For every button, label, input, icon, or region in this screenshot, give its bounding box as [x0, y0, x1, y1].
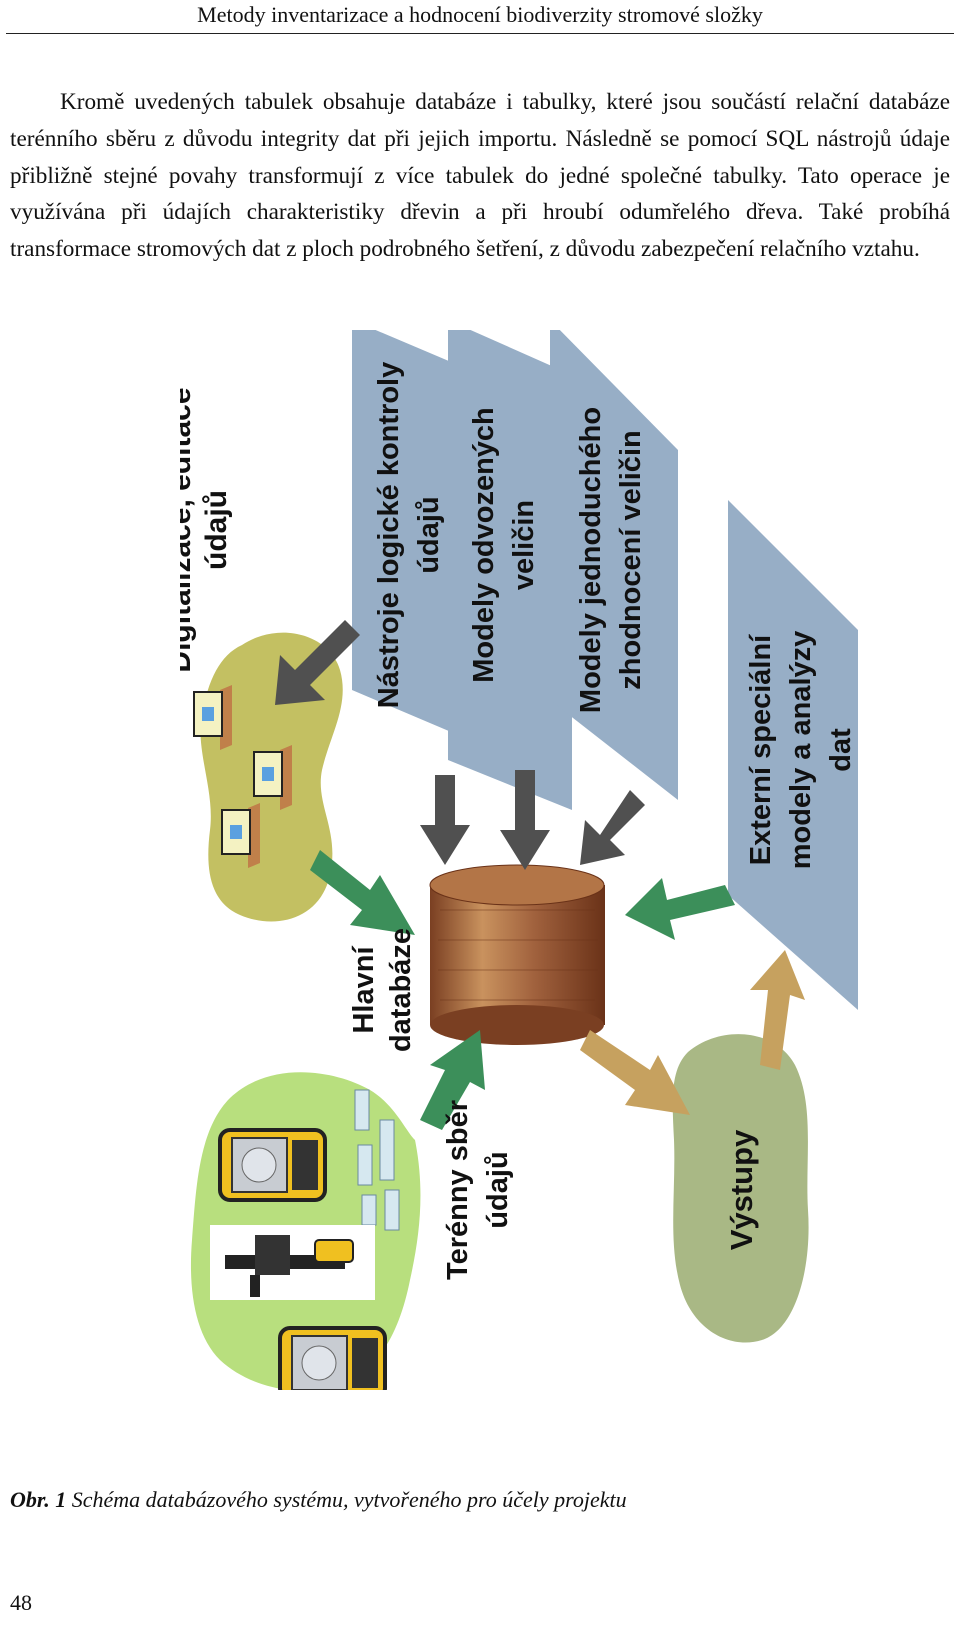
field-tablet-device-icon [218, 1128, 327, 1202]
panel-externi [728, 500, 858, 1010]
field-tablet-device-icon [278, 1326, 387, 1390]
panel-odvozene [448, 330, 572, 810]
database-schema-figure: Digitalizace, editace údajů Nástroje log… [180, 330, 900, 1390]
figure-caption: Obr. 1 Schéma databázového systému, vytv… [10, 1485, 950, 1515]
label-odvozene-line1: Modely odvozených [468, 407, 500, 683]
tan-arrow [580, 1030, 690, 1115]
label-odvozene-line2: veličin [508, 500, 540, 590]
sage-blob [672, 1034, 809, 1343]
green-arrow [420, 1030, 485, 1130]
digitizing-form-icon [253, 745, 292, 810]
field-rangefinder-device-icon [210, 1225, 375, 1300]
panel-jednoduche [550, 330, 678, 800]
body-paragraph: Kromě uvedených tabulek obsahuje databáz… [10, 89, 950, 263]
caption-label: Obr. 1 [10, 1487, 67, 1512]
header-rule [6, 33, 954, 34]
green-arrow [310, 850, 415, 935]
label-nastroje-line1: Nástroje logické kontroly [373, 362, 405, 709]
page-number: 48 [10, 1590, 32, 1615]
gray-arrow [275, 620, 360, 705]
digitizing-form-icon [221, 803, 260, 868]
digitizing-form-icon [193, 685, 232, 750]
gray-arrow [500, 770, 550, 870]
label-digitalizace-line2: údajů [200, 490, 233, 570]
tan-arrow [750, 950, 805, 1070]
label-nastroje-line2: údajů [413, 496, 445, 573]
label-digitalizace-line1: Digitalizace, editace [180, 387, 197, 672]
label-terenny-line2: údajů [482, 1151, 514, 1228]
main-database-cylinder [429, 864, 605, 1045]
panel-nastroje [352, 330, 470, 740]
schema-diagram: Digitalizace, editace údajů Nástroje log… [180, 330, 858, 1390]
label-vystupy: Výstupy [724, 1129, 759, 1250]
gray-arrow [580, 790, 645, 865]
label-hlavni-line2: databáze [385, 928, 417, 1052]
running-header: Metody inventarizace a hodnocení biodive… [197, 2, 763, 27]
caption-text: Schéma databázového systému, vytvořeného… [71, 1487, 627, 1512]
label-jednoduche-line2: zhodnocení veličin [615, 430, 647, 689]
gray-arrow [420, 775, 470, 865]
label-terenny-line1: Terénny sběr [442, 1100, 474, 1280]
green-arrow [625, 878, 735, 940]
label-externi-line2: modely a analýzy [785, 631, 817, 870]
label-externi-line3: dat [825, 728, 857, 772]
label-hlavni-line1: Hlavní [348, 946, 380, 1034]
label-externi-line1: Externí speciální [745, 634, 777, 865]
field-tables-icon [354, 1089, 400, 1231]
label-jednoduche-line1: Modely jednoduchého [575, 407, 607, 713]
